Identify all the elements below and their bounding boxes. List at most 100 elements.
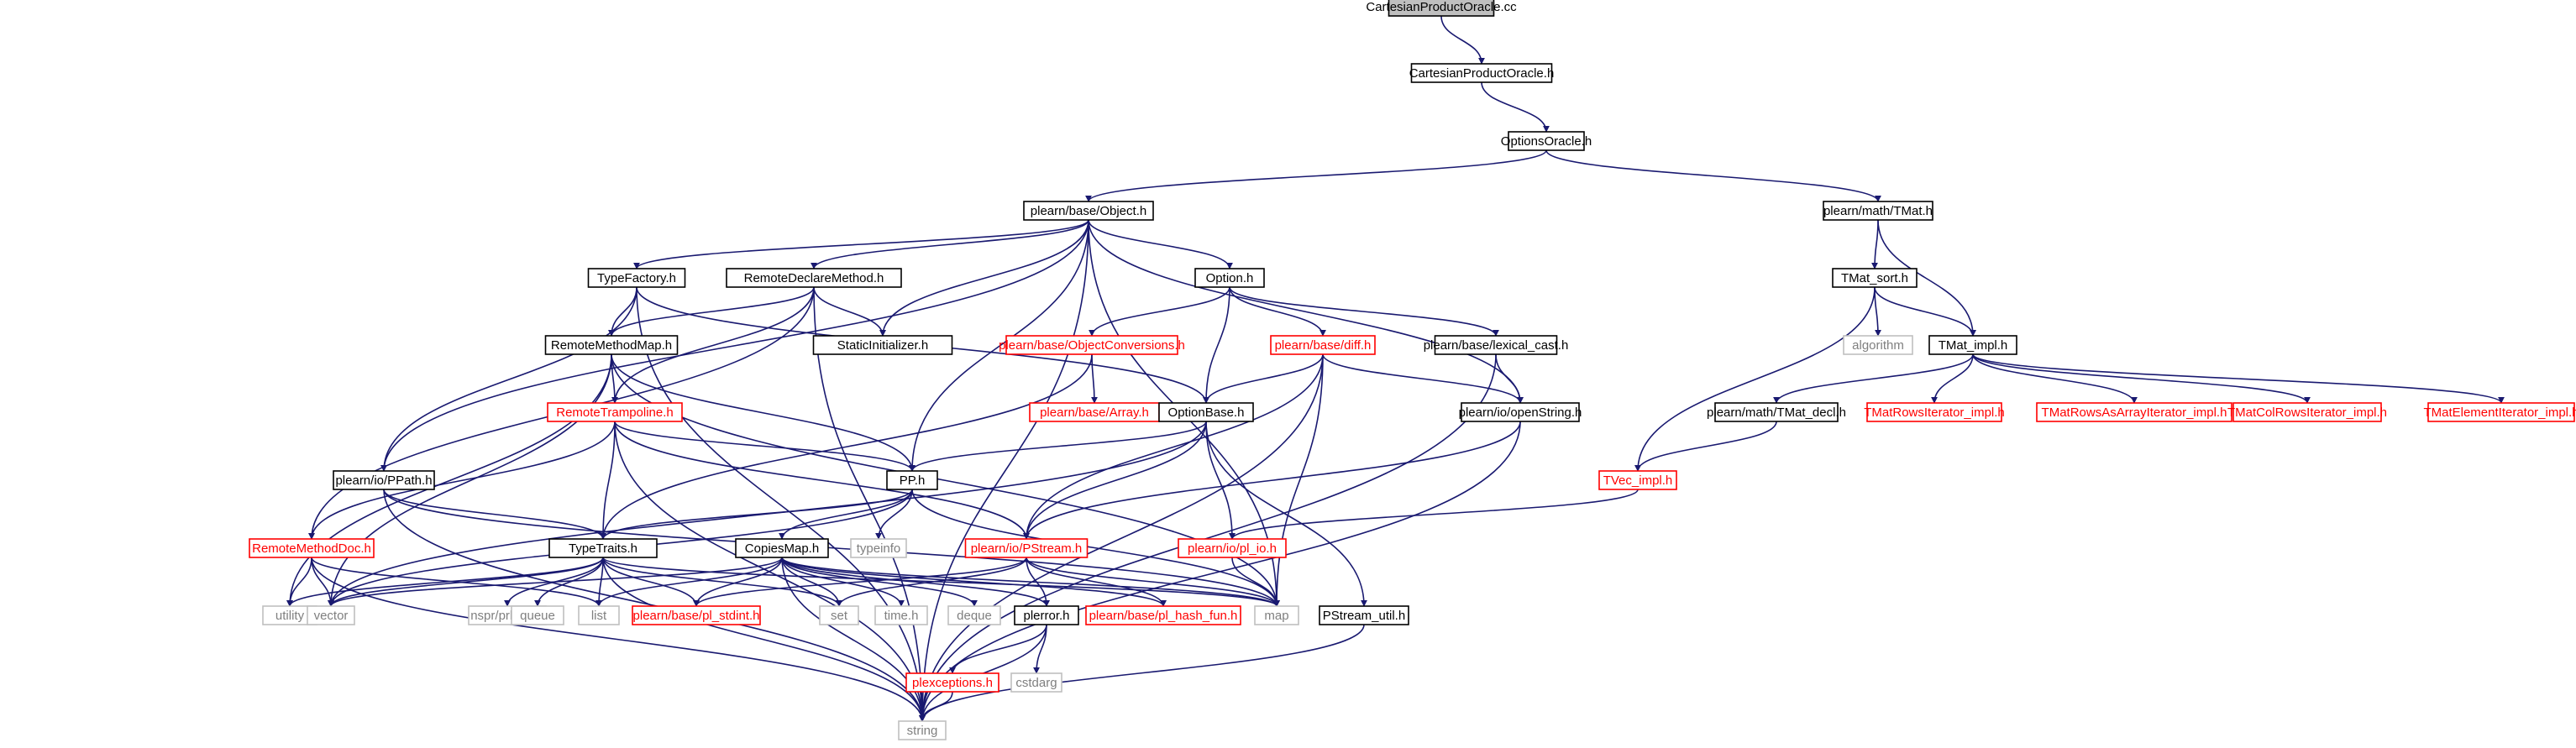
node-plearn-io-pstream-h[interactable]: plearn/io/PStream.h [964, 538, 1089, 558]
node-box [964, 538, 1089, 558]
node-label: TMat_sort.h [1841, 271, 1908, 285]
node-plerror-h[interactable]: plerror.h [1014, 605, 1079, 625]
node-tvec-impl-h[interactable]: TVec_impl.h [1598, 470, 1677, 490]
node-box [249, 538, 375, 558]
edge-objconv_h-to-array_h [1090, 353, 1098, 404]
edge-tmatimpl_h-to-tmatrows_h [1931, 353, 1974, 404]
edge-rtramp_h-to-pstream_h [614, 421, 1030, 540]
edge-rdm_h-to-rmm_h [608, 286, 815, 337]
node-optionbase-h[interactable]: OptionBase.h [1158, 402, 1254, 422]
node-plearn-io-pl-io-h[interactable]: plearn/io/pl_io.h [1178, 538, 1287, 558]
node-plearn-math-tmat-decl-h[interactable]: plearn/math/TMat_decl.h [1707, 402, 1846, 422]
node-tmat-sort-h[interactable]: TMat_sort.h [1832, 268, 1918, 288]
node-box [947, 605, 1001, 625]
node-plearn-base-diff-h[interactable]: plearn/base/diff.h [1270, 335, 1376, 355]
node-box [819, 605, 859, 625]
edge-lexcast_h-to-openstring_h [1495, 353, 1524, 404]
edge-diff_h-to-optionbase_h [1203, 353, 1324, 404]
node-label: TMatRowsIterator_impl.h [1864, 405, 2005, 420]
node-plearn-base-pl-stdint-h[interactable]: plearn/base/pl_stdint.h [632, 605, 761, 625]
node-label: plearn/io/PPath.h [335, 473, 432, 488]
node-string: string [898, 720, 947, 740]
edge-object_h-to-typefactory_h [633, 219, 1089, 269]
node-plearn-base-pl-hash-fun-h[interactable]: plearn/base/pl_hash_fun.h [1085, 605, 1241, 625]
node-remotemethoddoc-h[interactable]: RemoteMethodDoc.h [249, 538, 375, 558]
node-set: set [819, 605, 859, 625]
node-box [333, 470, 435, 490]
node-label: StaticInitializer.h [837, 338, 928, 353]
node-box [1194, 268, 1265, 288]
node-plearn-io-ppath-h[interactable]: plearn/io/PPath.h [333, 470, 435, 490]
node-plearn-base-object-h[interactable]: plearn/base/Object.h [1023, 201, 1154, 221]
node-box [1270, 335, 1376, 355]
node-copiesmap-h[interactable]: CopiesMap.h [735, 538, 829, 558]
node-label: algorithm [1852, 338, 1904, 353]
node-vector: vector [307, 605, 355, 625]
edge-copiesmap_h-to-time_h [781, 557, 905, 607]
node-tmatrowsasarrayiterator-impl-h[interactable]: TMatRowsAsArrayIterator_impl.h [2036, 402, 2232, 422]
node-box [1843, 335, 1913, 355]
node-box [1461, 402, 1580, 422]
edge-diff_h-to-map [1273, 353, 1324, 607]
node-label: plearn/io/pl_io.h [1188, 541, 1277, 556]
edge-tmat_h-to-tmatsort_h [1871, 219, 1879, 269]
node-plexceptions-h[interactable]: plexceptions.h [905, 672, 999, 693]
edge-typetraits_h-to-map [602, 557, 1280, 607]
node-plearn-math-tmat-h[interactable]: plearn/math/TMat.h [1823, 201, 1933, 221]
node-pstream-util-h[interactable]: PStream_util.h [1319, 605, 1409, 625]
node-typetraits-h[interactable]: TypeTraits.h [548, 538, 658, 558]
edge-tmatdecl_h-to-tvecimpl_h [1634, 421, 1777, 472]
edge-rmdoc_h-to-string [311, 557, 926, 722]
node-optionsoracle-h[interactable]: OptionsOracle.h [1501, 131, 1592, 151]
node-tmatcolrowsiterator-impl-h[interactable]: TMatColRowsIterator_impl.h [2227, 402, 2387, 422]
node-tmat-impl-h[interactable]: TMat_impl.h [1928, 335, 2017, 355]
node-label: PStream_util.h [1323, 609, 1405, 623]
node-typefactory-h[interactable]: TypeFactory.h [587, 268, 686, 288]
node-remotetrampoline-h[interactable]: RemoteTrampoline.h [547, 402, 683, 422]
edge-option_h-to-optionbase_h [1203, 286, 1230, 404]
node-label: typeinfo [857, 541, 901, 556]
edge-object_h-to-string [919, 219, 1089, 722]
node-label: plearn/base/diff.h [1275, 338, 1372, 353]
node-cartesianproductoracle-h[interactable]: CartesianProductOracle.h [1409, 63, 1555, 83]
edge-diff_h-to-pstream_h [1023, 353, 1324, 540]
edge-oo_h-to-object_h [1085, 149, 1547, 202]
node-pp-h[interactable]: PP.h [886, 470, 938, 490]
edge-pp_h-to-typeinfo [875, 489, 913, 540]
edge-tmatimpl_h-to-tmatelem_h [1972, 353, 2505, 404]
node-box [1434, 335, 1558, 355]
node-plearn-base-lexical-cast-h[interactable]: plearn/base/lexical_cast.h [1424, 335, 1569, 355]
node-label: map [1264, 609, 1288, 623]
node-tmatelementiterator-impl-h[interactable]: TMatElementIterator_impl.h [2423, 402, 2576, 422]
node-label: list [591, 609, 607, 623]
node-plearn-io-openstring-h[interactable]: plearn/io/openString.h [1459, 402, 1582, 422]
node-queue: queue [511, 605, 564, 625]
node-label: TMatElementIterator_impl.h [2423, 405, 2576, 420]
node-remotemethodmap-h[interactable]: RemoteMethodMap.h [544, 335, 679, 355]
edge-rmm_h-to-utility [286, 353, 612, 607]
node-label: plearn/base/Object.h [1031, 204, 1146, 218]
node-plearn-base-objectconversions-h[interactable]: plearn/base/ObjectConversions.h [999, 335, 1185, 355]
node-box [1178, 538, 1287, 558]
edge-copiesmap_h-to-map [781, 557, 1280, 607]
node-box [2232, 402, 2382, 422]
node-cartesianproductoracle-cc: CartesianProductOracle.cc [1366, 0, 1517, 17]
edge-optionbase_h-to-plio_h [1205, 421, 1236, 540]
node-box [587, 268, 686, 288]
node-tmatrowsiterator-impl-h[interactable]: TMatRowsIterator_impl.h [1864, 402, 2005, 422]
node-remotedeclaremethod-h[interactable]: RemoteDeclareMethod.h [726, 268, 902, 288]
node-box [1598, 470, 1677, 490]
node-label: CartesianProductOracle.cc [1366, 0, 1517, 14]
edge-plexc_h-to-string [919, 691, 953, 722]
node-label: CartesianProductOracle.h [1409, 66, 1555, 81]
node-option-h[interactable]: Option.h [1194, 268, 1265, 288]
edge-typetraits_h-to-plstdint_h [602, 557, 700, 607]
node-box [1023, 201, 1154, 221]
node-box [2427, 402, 2575, 422]
node-box [307, 605, 355, 625]
node-staticinitializer-h[interactable]: StaticInitializer.h [812, 335, 953, 355]
node-label: TMatRowsAsArrayIterator_impl.h [2042, 405, 2227, 420]
edge-copiesmap_h-to-plstdint_h [693, 557, 783, 607]
node-plearn-base-array-h[interactable]: plearn/base/Array.h [1029, 402, 1160, 422]
node-box [812, 335, 953, 355]
